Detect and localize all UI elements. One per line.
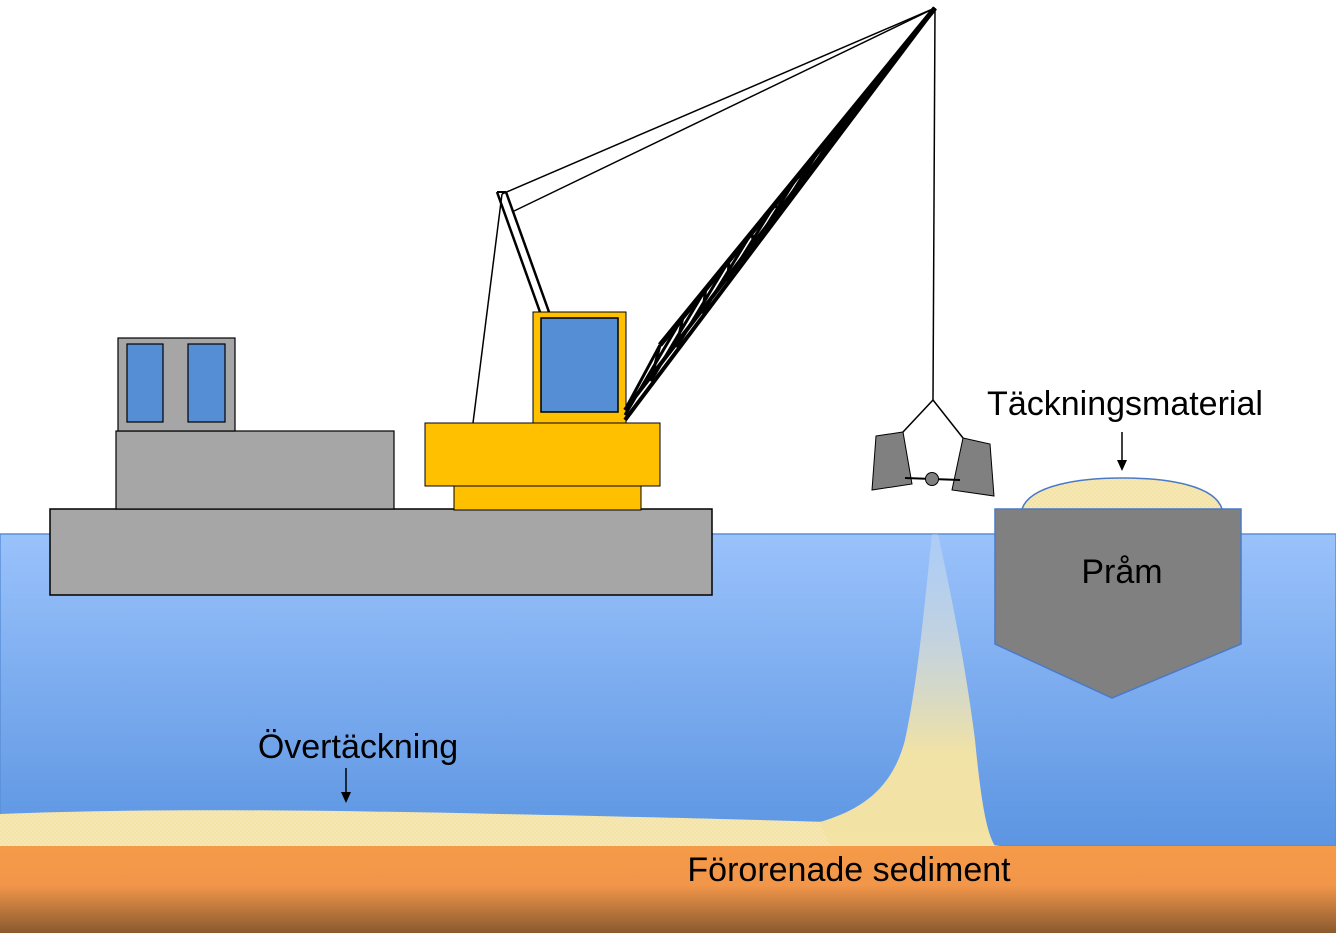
capping-sand-layer: [0, 810, 1000, 846]
crane-lattice-boom: [623, 6, 937, 422]
clamshell-grab-icon: [871, 399, 995, 497]
sand-plume: [820, 534, 995, 846]
crane-a-frame: [495, 191, 551, 313]
crane-base-upper: [424, 422, 661, 487]
deck-house: [115, 430, 395, 510]
arrow-cover-material: [1117, 432, 1127, 471]
crane-base-lower: [453, 485, 642, 511]
work-barge-hull: [49, 508, 713, 596]
wheelhouse-window-left: [126, 343, 164, 423]
label-sediment: Förorenade sediment: [687, 851, 1011, 889]
cover-material-pile: [1020, 477, 1224, 510]
sediment-layer: [0, 846, 1336, 933]
wheelhouse-window-right: [187, 343, 226, 423]
label-cover-material: Täckningsmaterial: [987, 385, 1263, 423]
label-barge: Pråm: [1081, 553, 1162, 591]
crane-cab-window: [540, 317, 619, 413]
arrow-capping: [341, 768, 351, 803]
label-capping: Övertäckning: [258, 728, 458, 766]
crane-rigging-lines: [472, 7, 936, 424]
